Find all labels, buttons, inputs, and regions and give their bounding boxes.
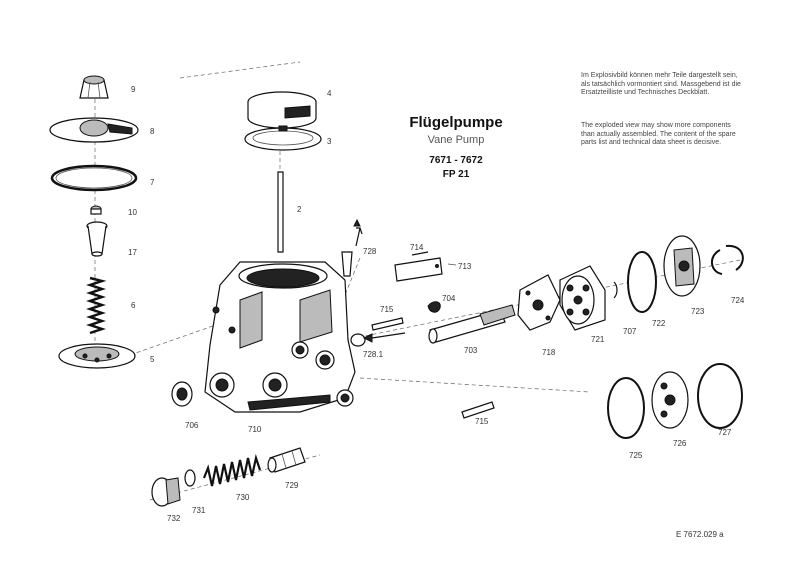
part-706-seal: [171, 381, 193, 407]
model-numbers: 7671 - 7672: [429, 155, 483, 166]
part-5-spring-plate: [58, 343, 136, 369]
part-703-shaft: [428, 304, 516, 344]
label-728-1: 728.1: [363, 350, 384, 359]
part-8-diaphragm-cover: [49, 117, 139, 143]
label-726: 726: [673, 439, 687, 448]
label-727: 727: [718, 428, 732, 437]
part-726-plate: [651, 371, 689, 429]
part-2-pin: [277, 171, 284, 253]
label-729: 729: [285, 481, 299, 490]
part-718-end-plate: [517, 274, 561, 331]
part-clip: [613, 281, 618, 299]
label-724: 724: [731, 296, 745, 305]
label-2: 2: [297, 205, 302, 214]
label-718: 718: [542, 348, 556, 357]
label-732: 732: [167, 514, 181, 523]
part-710-housing: [204, 261, 356, 413]
part-9-cap-nut: [79, 75, 109, 99]
label-704: 704: [442, 294, 456, 303]
part-724-snap-ring: [711, 244, 744, 275]
label-710: 710: [248, 425, 262, 434]
part-715-pin-lower: [461, 401, 495, 419]
label-7: 7: [150, 178, 155, 187]
drawing-reference: E 7672.029 a: [676, 530, 724, 539]
part-3-flat-ring: [244, 125, 322, 151]
part-722-cover: [663, 235, 701, 297]
part-730-spring: [202, 453, 262, 487]
label-730: 730: [236, 493, 250, 502]
label-8: 8: [150, 127, 155, 136]
label-714: 714: [410, 243, 424, 252]
top-axis-line: [179, 61, 301, 79]
label-706: 706: [185, 421, 199, 430]
part-721-cartridge: [559, 265, 606, 331]
part-729-valve-piston: [267, 447, 306, 473]
pump-type: FP 21: [442, 169, 470, 180]
drawing-title: Flügelpumpe: [409, 114, 503, 131]
label-707: 707: [623, 327, 637, 336]
label-5: 5: [150, 355, 155, 364]
label-703: 703: [464, 346, 478, 355]
part-707-o-ring: [627, 251, 657, 313]
valve-axis-line: [129, 319, 231, 356]
label-6: 6: [131, 301, 136, 310]
label-715-upper: 715: [380, 305, 394, 314]
label-17: 17: [128, 248, 137, 257]
label-722: 722: [652, 319, 666, 328]
label-725: 725: [629, 451, 643, 460]
label-731: 731: [192, 506, 206, 515]
part-728-1-plug: [350, 332, 406, 347]
part-728-fitting: [341, 218, 363, 277]
part-6-spring: [86, 276, 107, 335]
part-714-plate: [394, 251, 443, 282]
leader-713: [447, 263, 457, 266]
part-725-o-ring: [607, 377, 645, 439]
label-4: 4: [327, 89, 332, 98]
label-723: 723: [691, 307, 705, 316]
note-german: Im Explosivbild können mehr Teile darges…: [581, 72, 741, 96]
drawing-subtitle: Vane Pump: [427, 134, 485, 146]
note-english: The exploded view may show more componen…: [581, 122, 736, 146]
part-17-sleeve: [86, 221, 108, 257]
part-4-ring: [247, 91, 317, 129]
label-3: 3: [327, 137, 332, 146]
label-713: 713: [458, 262, 472, 271]
part-715-pin-upper: [371, 317, 404, 331]
part-704-key: [427, 301, 441, 313]
label-715-lower: 715: [475, 417, 489, 426]
label-721: 721: [591, 335, 605, 344]
lower-axis-line: [359, 377, 591, 393]
label-10: 10: [128, 208, 137, 217]
part-731-ring: [184, 469, 196, 487]
part-10-small-nut: [90, 205, 102, 215]
part-727-ring: [697, 363, 743, 429]
part-7-o-ring: [50, 164, 138, 192]
label-9: 9: [131, 85, 136, 94]
label-728: 728: [363, 247, 377, 256]
part-732-plug: [151, 477, 181, 507]
